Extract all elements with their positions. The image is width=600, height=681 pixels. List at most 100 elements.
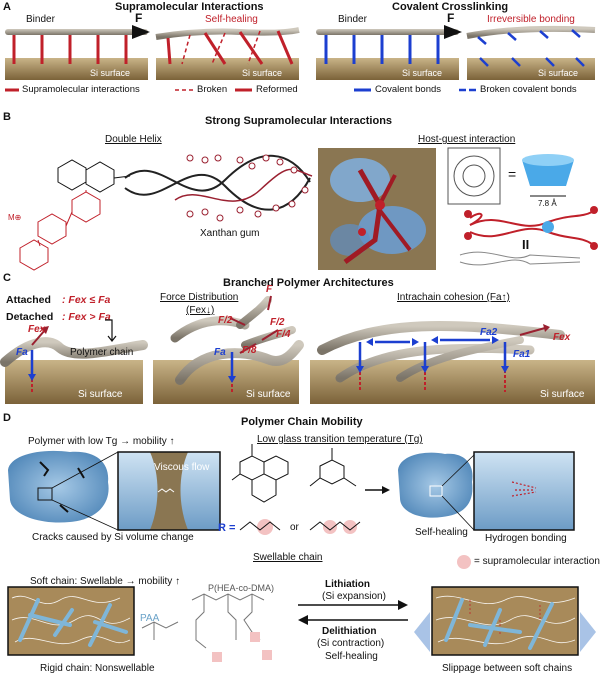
cracks-label: Cracks caused by Si volume change bbox=[32, 532, 194, 543]
cyclodextrin-cone bbox=[522, 154, 574, 197]
healed-polymer-blob bbox=[398, 452, 475, 531]
swellable-heading: Swellable chain bbox=[253, 552, 323, 563]
double-helix-heading: Double Helix bbox=[105, 134, 162, 145]
detached-formula: : Fex > Fa bbox=[62, 311, 111, 323]
low-tg-chemical-structures bbox=[231, 444, 357, 503]
attached-formula: : Fex ≤ Fa bbox=[62, 294, 111, 306]
panel-a2-surface: Si surface bbox=[242, 68, 283, 78]
polymer-chain-label: Polymer chain bbox=[70, 347, 134, 358]
si-expansion-label: (Si expansion) bbox=[322, 591, 386, 602]
panel-a1-surface: Si surface bbox=[90, 68, 131, 78]
fa1-label: Fa1 bbox=[513, 349, 531, 360]
panel-a-title-left: Supramolecular Interactions bbox=[115, 1, 264, 13]
viscous-flow-label: Viscous flow bbox=[154, 462, 210, 473]
panel-c1-scene bbox=[0, 319, 148, 404]
soft-chain-label: Soft chain: Swellable → mobility ↑ bbox=[30, 576, 181, 587]
force-distribution-heading: Force Distribution bbox=[160, 292, 239, 303]
viscous-flow-zoom bbox=[117, 451, 221, 531]
pink-site-2 bbox=[250, 632, 260, 642]
low-tg-polymer-label: Polymer with low Tg → mobility ↑ bbox=[28, 436, 175, 447]
or-label: or bbox=[290, 522, 299, 533]
panel-a3-force: F bbox=[447, 11, 455, 25]
si-contraction-label: (Si contraction) bbox=[317, 638, 385, 649]
legend-covalent: Covalent bonds bbox=[375, 84, 442, 95]
legend-broken-covalent: Broken covalent bonds bbox=[480, 84, 577, 95]
hydrogen-bonding-label: Hydrogen bonding bbox=[485, 533, 567, 544]
panel-c3-scene bbox=[310, 321, 595, 404]
hydrogen-bonding-zoom bbox=[473, 451, 575, 531]
parallel-sign: II bbox=[522, 237, 530, 252]
legend-broken: Broken bbox=[197, 84, 228, 95]
low-tg-heading: Low glass transition temperature (Tg) bbox=[257, 434, 423, 445]
panel-c1-surface: Si surface bbox=[78, 389, 123, 400]
panel-a4-surface: Si surface bbox=[538, 68, 579, 78]
panel-a1-force: F bbox=[135, 11, 143, 25]
panel-a4-irreversible: Irreversible bonding bbox=[487, 14, 575, 25]
fa2-label: Fa2 bbox=[480, 327, 498, 338]
attached-label: Attached bbox=[6, 294, 51, 306]
host-guest-heading: Host-guest interaction bbox=[418, 134, 516, 145]
f4-label: F/4 bbox=[276, 329, 291, 340]
self-healing-label: Self-healing bbox=[415, 527, 468, 538]
intrachain-heading: Intrachain cohesion (Fa↑) bbox=[397, 292, 510, 303]
panel-d-title: Polymer Chain Mobility bbox=[241, 416, 363, 428]
supra-site-swatch bbox=[457, 555, 471, 569]
supra-sites-label: = supramolecular interaction sites bbox=[474, 556, 600, 567]
rigid-chain-label: Rigid chain: Nonswellable bbox=[40, 663, 155, 674]
fex-label-c3: Fex bbox=[553, 332, 571, 343]
pink-site-3 bbox=[262, 650, 272, 660]
panel-d-letter: D bbox=[3, 412, 11, 424]
panel-b-title: Strong Supramolecular Interactions bbox=[205, 115, 393, 127]
f8-label: F/8 bbox=[242, 345, 257, 356]
xanthan-sidechain bbox=[19, 190, 101, 271]
delithiation-label: Delithiation bbox=[322, 626, 377, 637]
swellable-chain-left bbox=[7, 586, 135, 656]
helix-charges bbox=[186, 154, 309, 222]
panel-a1-scene bbox=[5, 25, 150, 80]
equals-sign: = bbox=[508, 166, 517, 182]
host-guest-grey-chain bbox=[459, 251, 581, 266]
f-label-c2: F bbox=[266, 284, 273, 295]
fa-label-c2: Fa bbox=[214, 347, 226, 358]
panel-a-title-right: Covalent Crosslinking bbox=[392, 1, 509, 13]
r-equals: R = bbox=[218, 522, 236, 534]
paa-label: PAA bbox=[140, 613, 160, 624]
panel-c3-surface: Si surface bbox=[540, 389, 585, 400]
legend-reformed: Reformed bbox=[256, 84, 298, 95]
fex-down-label: (Fex↓) bbox=[186, 305, 215, 316]
r-group-structures bbox=[239, 519, 361, 535]
xanthan-gum-label: Xanthan gum bbox=[200, 228, 260, 239]
copolymer-label: P(HEA-co-DMA) bbox=[208, 583, 275, 593]
copolymer-structure bbox=[141, 593, 265, 649]
panel-c2-scene bbox=[153, 295, 304, 404]
f2a-label: F/2 bbox=[218, 315, 233, 326]
slippage-label: Slippage between soft chains bbox=[442, 663, 573, 674]
cracked-polymer-blob bbox=[8, 450, 119, 531]
host-guest-render bbox=[318, 148, 436, 270]
panel-a1-binder: Binder bbox=[26, 14, 55, 25]
lithiation-label: Lithiation bbox=[325, 579, 370, 590]
lithiation-arrows bbox=[298, 600, 408, 625]
panel-a3-binder: Binder bbox=[338, 14, 367, 25]
legend-supramolecular: Supramolecular interactions bbox=[22, 84, 140, 95]
panel-a4-scene bbox=[466, 25, 596, 80]
panel-c2-surface: Si surface bbox=[246, 389, 291, 400]
panel-b-letter: B bbox=[3, 111, 11, 123]
cyclodextrin-structure bbox=[447, 147, 501, 205]
panel-a-letter: A bbox=[3, 1, 11, 13]
panel-a3-surface: Si surface bbox=[402, 68, 443, 78]
f2b-label: F/2 bbox=[270, 317, 285, 328]
detached-label: Detached bbox=[6, 311, 54, 323]
host-guest-polymer-caps bbox=[464, 206, 598, 250]
panel-a3-scene bbox=[316, 25, 462, 80]
self-healing-label-2: Self-healing bbox=[325, 651, 378, 662]
fex-label-c1: Fex bbox=[28, 324, 46, 335]
self-healing-arrow bbox=[365, 486, 390, 494]
panel-a2-scene bbox=[155, 27, 300, 80]
panel-c-title: Branched Polymer Architectures bbox=[223, 277, 394, 289]
metal-ion-label: M⊕ bbox=[8, 213, 22, 222]
